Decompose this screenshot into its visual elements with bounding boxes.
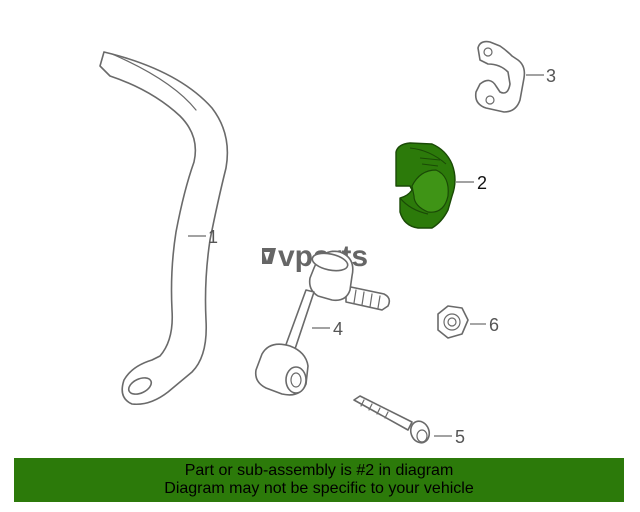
- stabilizer-bar[interactable]: [99, 51, 229, 406]
- stabilizer-bushing[interactable]: [395, 142, 456, 229]
- hex-nut[interactable]: [437, 305, 469, 339]
- stabilizer-link[interactable]: [254, 250, 391, 396]
- info-banner: Part or sub-assembly is #2 in diagram Di…: [14, 458, 624, 502]
- banner-line-1: Part or sub-assembly is #2 in diagram: [184, 462, 454, 479]
- callout-4[interactable]: 4: [333, 319, 343, 339]
- banner-line-2: Diagram may not be specific to your vehi…: [164, 480, 474, 497]
- callout-6[interactable]: 6: [489, 315, 499, 335]
- stabilizer-bracket[interactable]: [474, 40, 526, 113]
- callout-5[interactable]: 5: [455, 427, 465, 447]
- callout-2[interactable]: 2: [477, 173, 487, 193]
- callout-3[interactable]: 3: [546, 66, 556, 86]
- callout-1[interactable]: 1: [208, 227, 218, 247]
- bolt[interactable]: [353, 395, 432, 445]
